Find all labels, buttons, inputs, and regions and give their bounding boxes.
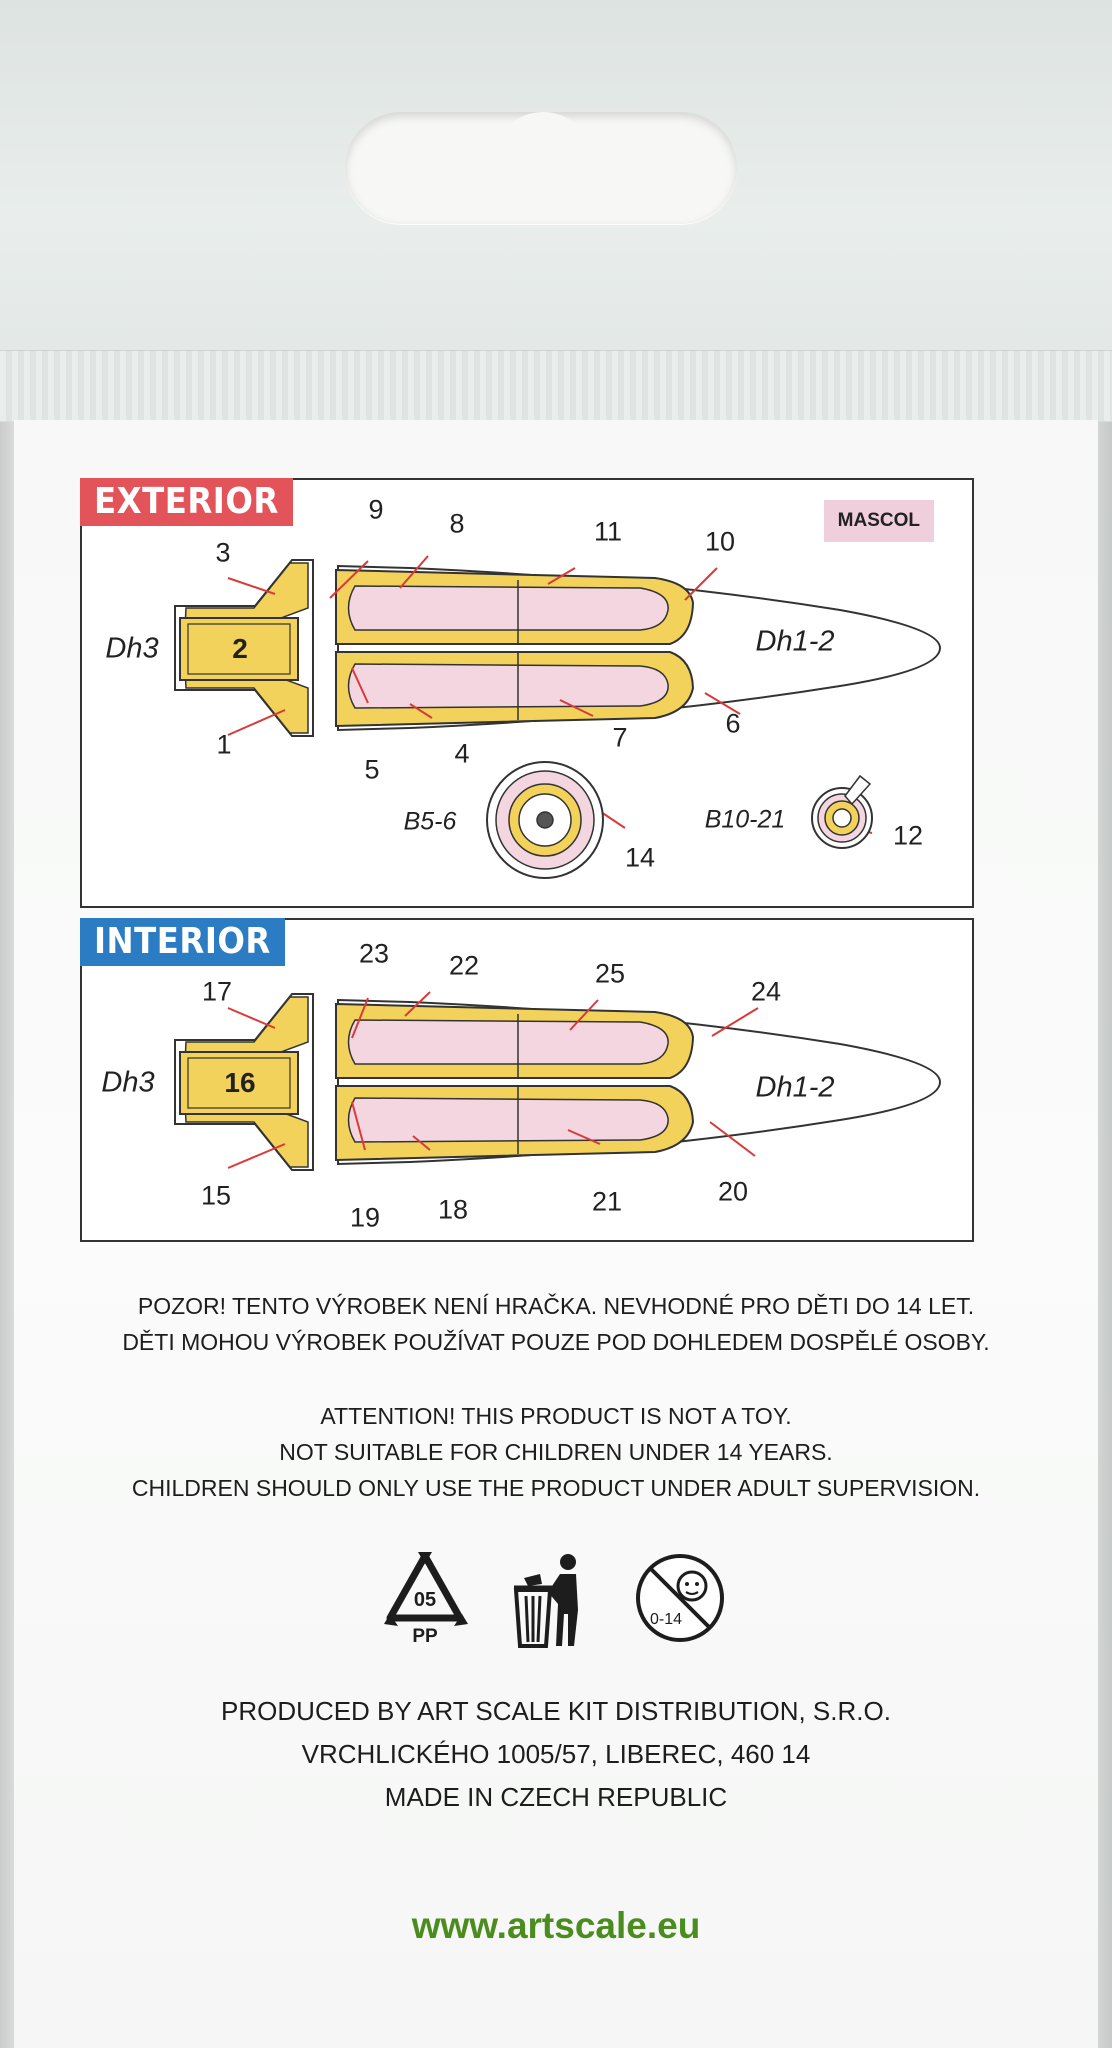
exterior-diagram [80, 478, 974, 908]
exterior-badge: EXTERIOR [80, 478, 293, 526]
callout-17: 17 [201, 976, 233, 1007]
producer-line-3: MADE IN CZECH REPUBLIC [384, 1782, 728, 1812]
producer-line-1: PRODUCED BY ART SCALE KIT DISTRIBUTION, … [221, 1696, 891, 1726]
callout-22: 22 [448, 950, 480, 981]
warning-cz-line-1: POZOR! TENTO VÝROBEK NENÍ HRAČKA. NEVHOD… [137, 1293, 975, 1319]
callout-3: 3 [215, 537, 231, 568]
interior-badge: INTERIOR [80, 918, 285, 966]
callout-6: 6 [725, 708, 741, 739]
recycle-pp-icon: 05 PP [382, 1548, 468, 1652]
age-label: 0-14 [650, 1611, 682, 1628]
callout-24: 24 [750, 976, 782, 1007]
part-code-dh3: Dh3 [105, 632, 159, 665]
interior-panel: INTERIOR 16 Dh3 Dh1-2 23 22 25 24 17 15 … [80, 918, 974, 1242]
callout-19: 19 [349, 1202, 381, 1233]
website-link[interactable]: www.artscale.eu [411, 1905, 701, 1946]
trash-bin-icon [510, 1552, 586, 1652]
warning-czech: POZOR! TENTO VÝROBEK NENÍ HRAČKA. NEVHOD… [0, 1288, 1112, 1360]
warning-en-line-2: NOT SUITABLE FOR CHILDREN UNDER 14 YEARS… [279, 1439, 833, 1465]
producer-info: PRODUCED BY ART SCALE KIT DISTRIBUTION, … [0, 1690, 1112, 1819]
callout-21: 21 [591, 1186, 623, 1217]
exterior-panel: EXTERIOR MASCOL 2 Dh3 Dh1-2 B5-6 B10-21 … [80, 478, 974, 908]
callout-8: 8 [449, 508, 465, 539]
mascol-brand-tag: MASCOL [823, 500, 934, 542]
part-code-b10-21: B10-21 [704, 805, 786, 834]
callout-23: 23 [358, 938, 390, 969]
callout-1: 1 [216, 729, 232, 760]
part-number-center: 2 [232, 633, 248, 664]
callout-15: 15 [200, 1180, 232, 1211]
callout-10: 10 [704, 526, 736, 557]
callout-5: 5 [364, 754, 380, 785]
callout-20: 20 [717, 1176, 749, 1207]
callout-7: 7 [612, 722, 628, 753]
callout-18: 18 [437, 1194, 469, 1225]
warning-en-line-3: CHILDREN SHOULD ONLY USE THE PRODUCT UND… [131, 1475, 981, 1501]
heat-seal-strip [0, 350, 1112, 422]
part-code-dh1-2: Dh1-2 [755, 1071, 835, 1104]
producer-line-2: VRCHLICKÉHO 1005/57, LIBEREC, 460 14 [301, 1739, 811, 1769]
warning-cz-line-2: DĚTI MOHOU VÝROBEK POUŽÍVAT POUZE POD DO… [122, 1329, 990, 1355]
callout-12: 12 [892, 820, 924, 851]
recycle-code: 05 [414, 1589, 436, 1611]
part-code-dh3: Dh3 [101, 1066, 155, 1099]
interior-diagram [80, 918, 974, 1242]
callout-4: 4 [454, 738, 470, 769]
age-restriction-icon: 0-14 [634, 1552, 726, 1648]
part-code-b5-6: B5-6 [403, 807, 457, 836]
warning-english: ATTENTION! THIS PRODUCT IS NOT A TOY. NO… [0, 1398, 1112, 1506]
callout-25: 25 [594, 958, 626, 989]
callout-14: 14 [624, 842, 656, 873]
callout-11: 11 [593, 516, 623, 547]
part-code-dh1-2: Dh1-2 [755, 625, 835, 658]
callout-9: 9 [368, 494, 384, 525]
warning-en-line-1: ATTENTION! THIS PRODUCT IS NOT A TOY. [320, 1403, 792, 1429]
recycle-material: PP [412, 1626, 438, 1647]
part-number-center: 16 [224, 1067, 256, 1098]
